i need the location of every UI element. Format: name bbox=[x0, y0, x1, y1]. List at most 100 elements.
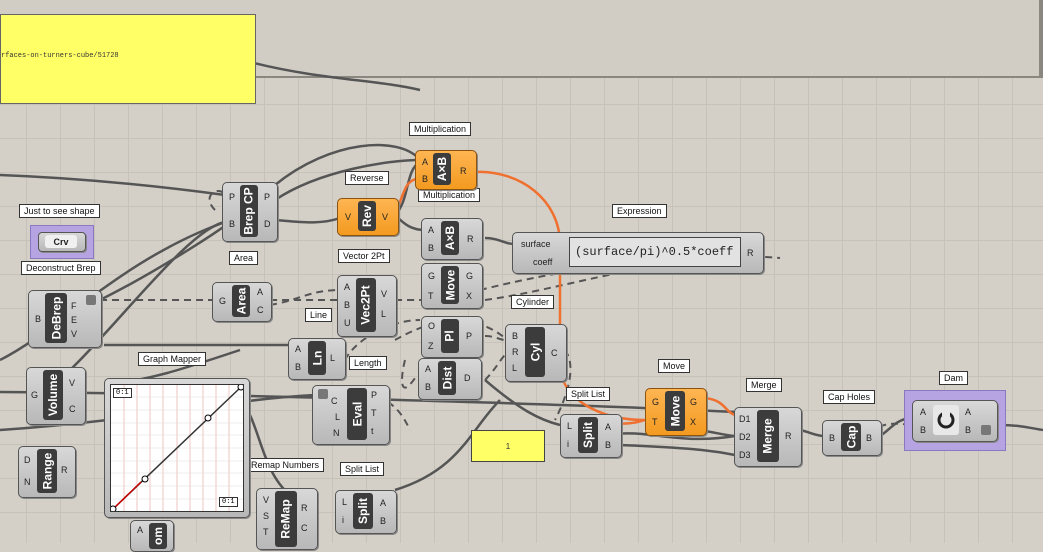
split-list-component[interactable]: L i Split A B bbox=[560, 414, 622, 458]
input-i[interactable]: i bbox=[342, 515, 344, 525]
input-b[interactable]: B bbox=[229, 219, 236, 229]
output-c[interactable]: C bbox=[551, 348, 558, 358]
distance-component[interactable]: A B Dist D bbox=[418, 358, 482, 400]
input-b[interactable]: B bbox=[425, 382, 432, 392]
input-l[interactable]: L bbox=[567, 421, 573, 431]
input-b[interactable]: B bbox=[35, 314, 42, 324]
output-r[interactable]: R bbox=[301, 503, 308, 513]
check-icon[interactable] bbox=[318, 389, 328, 399]
input-v[interactable]: V bbox=[345, 212, 352, 222]
input-p[interactable]: P bbox=[229, 192, 236, 202]
input-coeff[interactable]: coeff bbox=[533, 257, 553, 267]
input-d[interactable]: D bbox=[24, 455, 31, 465]
output-r[interactable]: R bbox=[61, 465, 68, 475]
output-l[interactable]: L bbox=[330, 353, 336, 363]
input-surface[interactable]: surface bbox=[521, 239, 551, 249]
volume-component[interactable]: G Volume V C bbox=[26, 367, 86, 425]
evaluate-length-component[interactable]: C L N Eval P T t bbox=[312, 385, 390, 445]
input-c[interactable]: C bbox=[331, 396, 338, 406]
multiplication-component-mid[interactable]: A B A×B R bbox=[421, 218, 483, 260]
output-r[interactable]: R bbox=[747, 248, 754, 258]
output-c[interactable]: C bbox=[69, 404, 76, 414]
input-n[interactable]: N bbox=[333, 428, 340, 438]
input-b[interactable]: B bbox=[295, 362, 302, 372]
vector-2pt-component[interactable]: A B U Vec2Pt V L bbox=[337, 275, 397, 337]
split-list-component-2[interactable]: L i Split A B bbox=[335, 490, 397, 534]
expand-icon[interactable] bbox=[86, 295, 96, 305]
range-component[interactable]: D N Range R bbox=[18, 446, 76, 498]
input-a[interactable]: A bbox=[425, 364, 432, 374]
input-g[interactable]: G bbox=[652, 397, 660, 407]
output-d[interactable]: D bbox=[464, 373, 471, 383]
input-s[interactable]: S bbox=[263, 511, 270, 521]
remap-numbers-component[interactable]: V S T ReMap R C bbox=[256, 488, 318, 550]
output-x[interactable]: X bbox=[466, 291, 473, 301]
output-a[interactable]: A bbox=[605, 422, 612, 432]
move-component-1[interactable]: G T Move G X bbox=[421, 263, 483, 309]
output-x[interactable]: X bbox=[690, 417, 697, 427]
plane-component[interactable]: O Z Pl P bbox=[421, 316, 483, 358]
output-l[interactable]: L bbox=[381, 309, 387, 319]
input-a[interactable]: A bbox=[920, 407, 927, 417]
input-o[interactable]: O bbox=[428, 321, 436, 331]
output-p[interactable]: P bbox=[371, 390, 378, 400]
output-b[interactable]: B bbox=[380, 516, 387, 526]
output-r[interactable]: R bbox=[785, 431, 792, 441]
input-b[interactable]: B bbox=[422, 174, 429, 184]
input-t[interactable]: T bbox=[652, 417, 658, 427]
input-a[interactable]: A bbox=[422, 157, 429, 167]
input-l[interactable]: L bbox=[335, 412, 341, 422]
area-component[interactable]: G Area A C bbox=[212, 282, 272, 322]
expression-formula[interactable]: (surface/pi)^0.5*coeff bbox=[569, 237, 741, 267]
partial-component[interactable]: A om bbox=[130, 520, 174, 552]
input-b[interactable]: B bbox=[344, 300, 351, 310]
output-r[interactable]: R bbox=[467, 234, 474, 244]
dam-component[interactable]: A B A B bbox=[912, 400, 998, 442]
move-component-2[interactable]: G T Move G X bbox=[645, 388, 707, 436]
merge-component[interactable]: D1 D2 D3 Merge R bbox=[734, 407, 802, 467]
input-t[interactable]: T bbox=[428, 291, 434, 301]
output-e[interactable]: E bbox=[71, 315, 78, 325]
input-z[interactable]: Z bbox=[428, 341, 434, 351]
output-d[interactable]: D bbox=[264, 219, 271, 229]
input-n[interactable]: N bbox=[24, 477, 31, 487]
input-a[interactable]: A bbox=[428, 225, 435, 235]
note-panel[interactable]: rfaces-on-turners-cube/51728 be 17 rieu bbox=[0, 14, 256, 104]
scrollbar[interactable] bbox=[1039, 0, 1043, 76]
graph-area[interactable]: 0:1 0:1 bbox=[109, 383, 245, 513]
output-g[interactable]: G bbox=[466, 271, 474, 281]
deconstruct-brep-component[interactable]: B DeBrep F E V bbox=[28, 290, 102, 348]
cylinder-component[interactable]: B R L Cyl C bbox=[505, 324, 567, 382]
multiplication-component-top[interactable]: A B A×B R bbox=[415, 150, 477, 190]
output-r[interactable]: R bbox=[460, 166, 467, 176]
expression-component[interactable]: surface coeff (surface/pi)^0.5*coeff R bbox=[512, 232, 764, 274]
output-b[interactable]: B bbox=[965, 425, 972, 435]
output-a[interactable]: A bbox=[380, 498, 387, 508]
number-panel[interactable]: 1 bbox=[471, 430, 545, 462]
output-v[interactable]: V bbox=[381, 289, 388, 299]
input-b[interactable]: B bbox=[829, 433, 836, 443]
graph-mapper-component[interactable]: 0:1 0:1 bbox=[104, 378, 250, 518]
output-c[interactable]: C bbox=[301, 523, 308, 533]
output-g[interactable]: G bbox=[690, 397, 698, 407]
input-d3[interactable]: D3 bbox=[739, 450, 751, 460]
cap-holes-component[interactable]: B Cap B bbox=[822, 420, 882, 456]
line-component[interactable]: A B Ln L bbox=[288, 338, 346, 380]
input-a[interactable]: A bbox=[295, 344, 302, 354]
reverse-component[interactable]: V Rev V bbox=[337, 198, 399, 236]
input-u[interactable]: U bbox=[344, 318, 351, 328]
input-i[interactable]: i bbox=[567, 439, 569, 449]
output-c[interactable]: C bbox=[257, 305, 264, 315]
output-t2[interactable]: t bbox=[371, 426, 374, 436]
input-t[interactable]: T bbox=[263, 527, 269, 537]
input-a[interactable]: A bbox=[344, 282, 351, 292]
input-g[interactable]: G bbox=[428, 271, 436, 281]
output-p[interactable]: P bbox=[264, 192, 271, 202]
brep-cp-component[interactable]: P B Brep CP P D bbox=[222, 182, 278, 242]
menu-down-icon[interactable] bbox=[981, 425, 991, 435]
output-v[interactable]: V bbox=[71, 329, 78, 339]
crv-param[interactable]: Crv bbox=[38, 232, 86, 252]
input-b[interactable]: B bbox=[428, 243, 435, 253]
output-b[interactable]: B bbox=[866, 433, 873, 443]
input-d1[interactable]: D1 bbox=[739, 414, 751, 424]
